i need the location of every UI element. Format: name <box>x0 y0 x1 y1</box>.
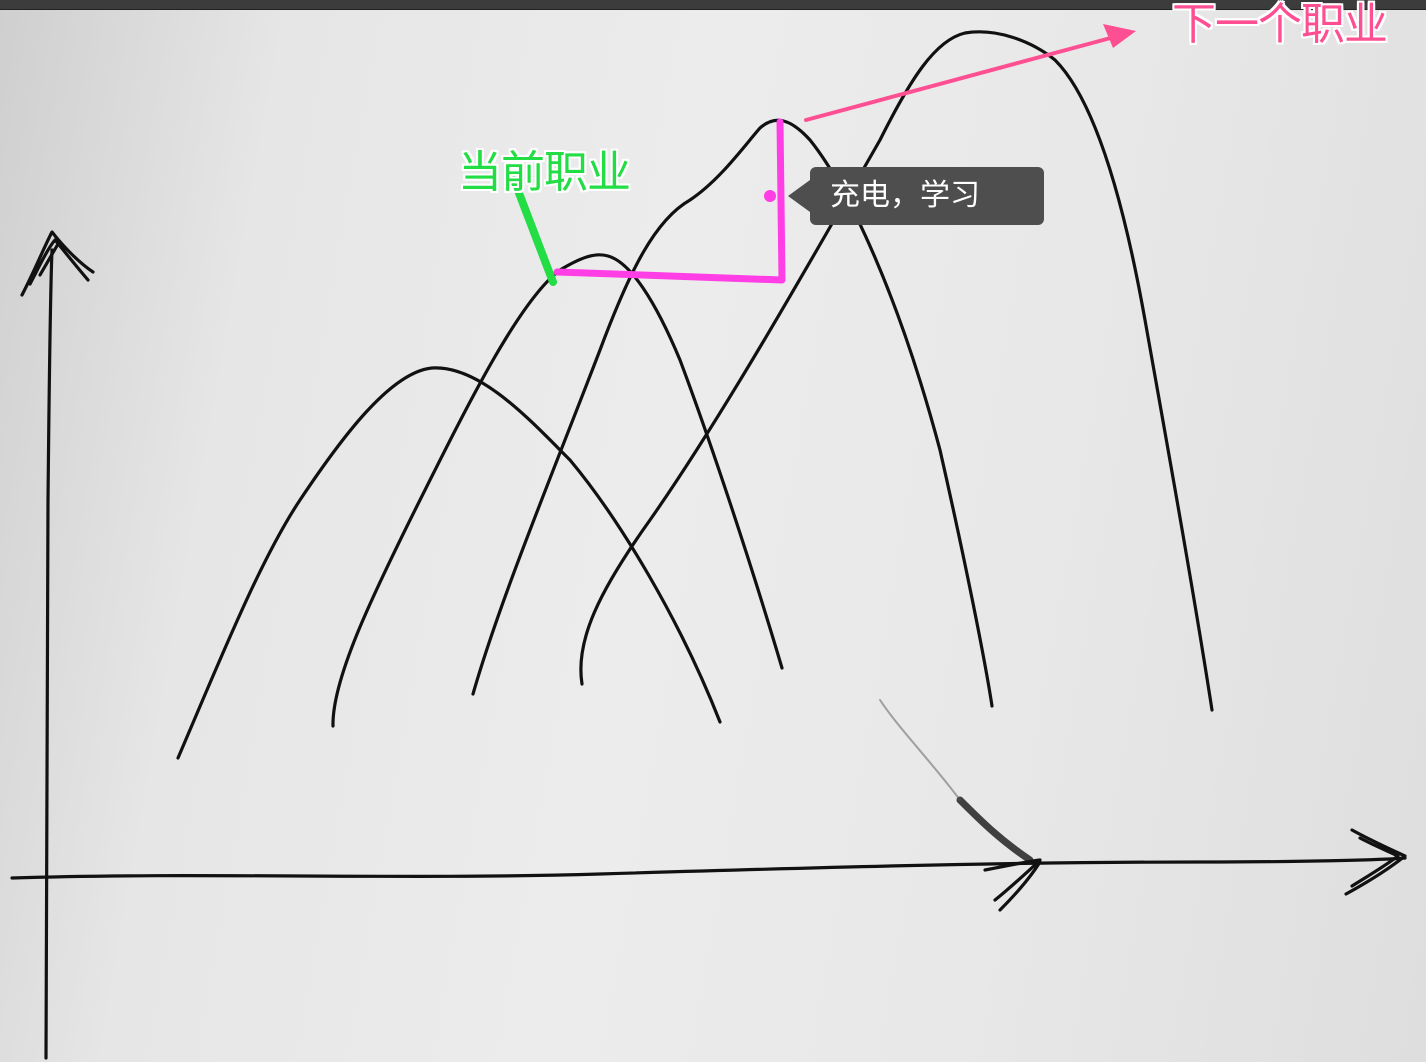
y-axis-line <box>44 248 54 1060</box>
next-career-arrowhead <box>1103 24 1136 48</box>
smudge-arrow <box>983 858 1042 912</box>
career-curve-4 <box>579 30 1214 712</box>
current-career-label: 当前职业 <box>458 147 631 198</box>
career-curve-1 <box>176 366 722 760</box>
career-curve-2 <box>331 253 784 728</box>
paper-background <box>0 10 1426 1062</box>
recharge-study-tooltip: 充电，学习 <box>810 167 1044 225</box>
current-career-pointer <box>510 176 557 286</box>
tooltip-pointer <box>788 180 810 212</box>
x-axis-arrowhead <box>1344 828 1407 896</box>
transition-path <box>553 118 786 284</box>
y-axis-arrowhead <box>20 230 95 297</box>
transition-path-dot <box>764 190 776 202</box>
next-career-label: 下一个职业 <box>1172 0 1388 50</box>
window-top-bar <box>0 0 1426 10</box>
career-curve-3 <box>471 118 994 708</box>
x-axis-line <box>10 856 1407 880</box>
smudge-mark <box>956 796 1034 864</box>
smudge-trail <box>879 699 961 801</box>
next-career-arrow-line <box>804 34 1120 122</box>
